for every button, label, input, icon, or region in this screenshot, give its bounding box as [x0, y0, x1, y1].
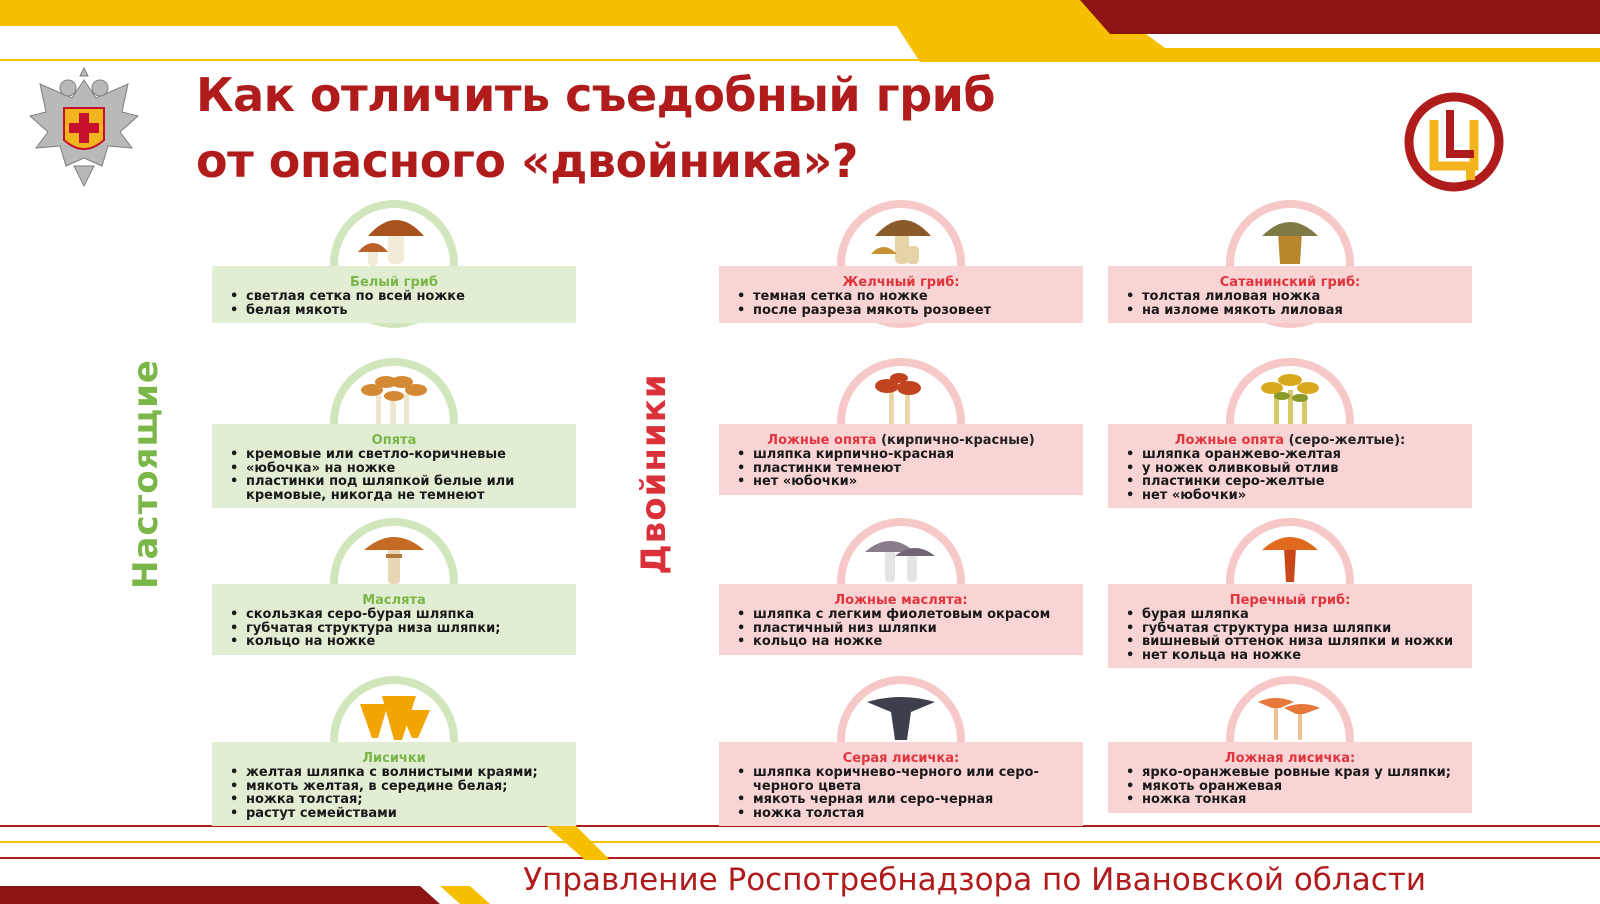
side-label-doubles: Двойники [634, 373, 674, 575]
false-honey-red-icon [875, 373, 921, 424]
card-title: Белый гриб [350, 275, 438, 290]
card-feature-item: шляпка коричнево-черного или серо-черног… [733, 766, 1069, 793]
card-title: Лисички [362, 751, 426, 766]
grey-chanterelle-icon [867, 697, 935, 740]
card-title: Маслята [362, 593, 426, 608]
card-title: Сатанинский гриб: [1219, 275, 1361, 290]
card-title-suffix: (серо-желтые): [1284, 433, 1406, 448]
card-feature-item: кремовые или светло-коричневые [226, 448, 562, 462]
card-title: Ложные опята (кирпично-красные) [733, 433, 1069, 448]
card-title-name: Ложные опята [1174, 433, 1285, 448]
card-feature-item: нет «юбочки» [1122, 488, 1458, 503]
chanterelle-icon [360, 696, 430, 740]
card-feature-item: губчатая структура низа шляпки [1122, 621, 1458, 636]
honey-mushroom-icon [361, 376, 427, 424]
card-feature-item: вишневый оттенок низа шляпки и ножки [1122, 635, 1458, 649]
card-feature-item: кольцо на ножке [733, 635, 1069, 649]
card-title: Желчный гриб: [842, 275, 960, 290]
butter-mushroom-icon [364, 537, 424, 584]
card-feature-item: губчатая структура низа шляпки; [226, 621, 562, 636]
card-title: Перечный гриб: [1229, 593, 1351, 608]
satanic-mushroom-icon [1262, 222, 1318, 264]
card-title: Серая лисичка: [842, 751, 960, 766]
false-chanterelle-icon [1258, 698, 1320, 740]
card-feature-item: пластинки серо-желтые [1122, 475, 1458, 489]
card-feature-item: шляпка оранжево-желтая [1122, 448, 1458, 462]
card-feature-item: после разреза мякоть розовеет [733, 303, 1069, 318]
card-feature-item: пластинки темнеют [733, 461, 1069, 476]
page-title: Как отличить съедобный гриб от опасного … [196, 62, 995, 194]
card-feature-item: желтая шляпка с волнистыми краями; [226, 766, 562, 780]
card-feature-item: нет «юбочки» [733, 475, 1069, 489]
bottom-decorative-band [0, 820, 1600, 904]
card-title: Ложные маслята: [834, 593, 968, 608]
footer-organization: Управление Роспотребнадзора по Ивановско… [523, 862, 1426, 898]
white-mushroom-icon [358, 220, 424, 266]
card-feature-item: мякоть желтая, в середине белая; [226, 779, 562, 794]
card-feature-item: темная сетка по ножке [733, 290, 1069, 304]
rospotrebnadzor-emblem-icon [28, 66, 140, 188]
card-feature-item: на изломе мякоть лиловая [1122, 303, 1458, 318]
card-title-suffix: (кирпично-красные) [876, 433, 1035, 448]
card-feature-item: нет кольца на ножке [1122, 648, 1458, 663]
card-feature-item: у ножек оливковый отлив [1122, 461, 1458, 476]
pepper-mushroom-icon [1262, 537, 1318, 582]
card-feature-item: растут семействами [226, 806, 562, 821]
card-feature-item: белая мякоть [226, 303, 562, 318]
card-feature-item: толстая лиловая ножка [1122, 290, 1458, 304]
card-title-name: Ложные опята [767, 433, 877, 448]
card-feature-item: пластичный низ шляпки [733, 621, 1069, 636]
card-feature-item: светлая сетка по всей ножке [226, 290, 562, 304]
title-line-2: от опасного «двойника»? [196, 134, 858, 188]
card-feature-item: кольцо на ножке [226, 635, 562, 649]
card-title: Опята [371, 433, 417, 448]
card-feature-item: мякоть черная или серо-черная [733, 793, 1069, 807]
card-feature-item: шляпка кирпично-красная [733, 448, 1069, 462]
card-feature-item: ножка тонкая [1122, 793, 1458, 807]
card-feature-item: пластинки под шляпкой белые или кремовые… [226, 475, 562, 502]
top-decorative-band [0, 0, 1600, 62]
card-feature-item: шляпка с легким фиолетовым окрасом [733, 608, 1069, 622]
card-feature-item: скользкая серо-бурая шляпка [226, 608, 562, 622]
hygiene-center-logo-icon [1404, 92, 1504, 192]
title-line-1: Как отличить съедобный гриб [196, 68, 995, 122]
false-butter-mushroom-icon [865, 541, 935, 582]
card-feature-item: «юбочка» на ножке [226, 461, 562, 476]
card-feature-item: ножка толстая; [226, 793, 562, 807]
card-feature-item: мякоть оранжевая [1122, 779, 1458, 794]
false-honey-yellow-icon [1261, 374, 1319, 424]
card-feature-item: ножка толстая [733, 806, 1069, 821]
card-title: Ложная лисичка: [1224, 751, 1356, 766]
card-title: Ложные опята (серо-желтые): [1122, 433, 1458, 448]
bitter-bolete-icon [871, 220, 931, 264]
side-label-real: Настоящие [126, 359, 166, 589]
card-feature-item: ярко-оранжевые ровные края у шляпки; [1122, 766, 1458, 780]
card-feature-item: бурая шляпка [1122, 608, 1458, 622]
